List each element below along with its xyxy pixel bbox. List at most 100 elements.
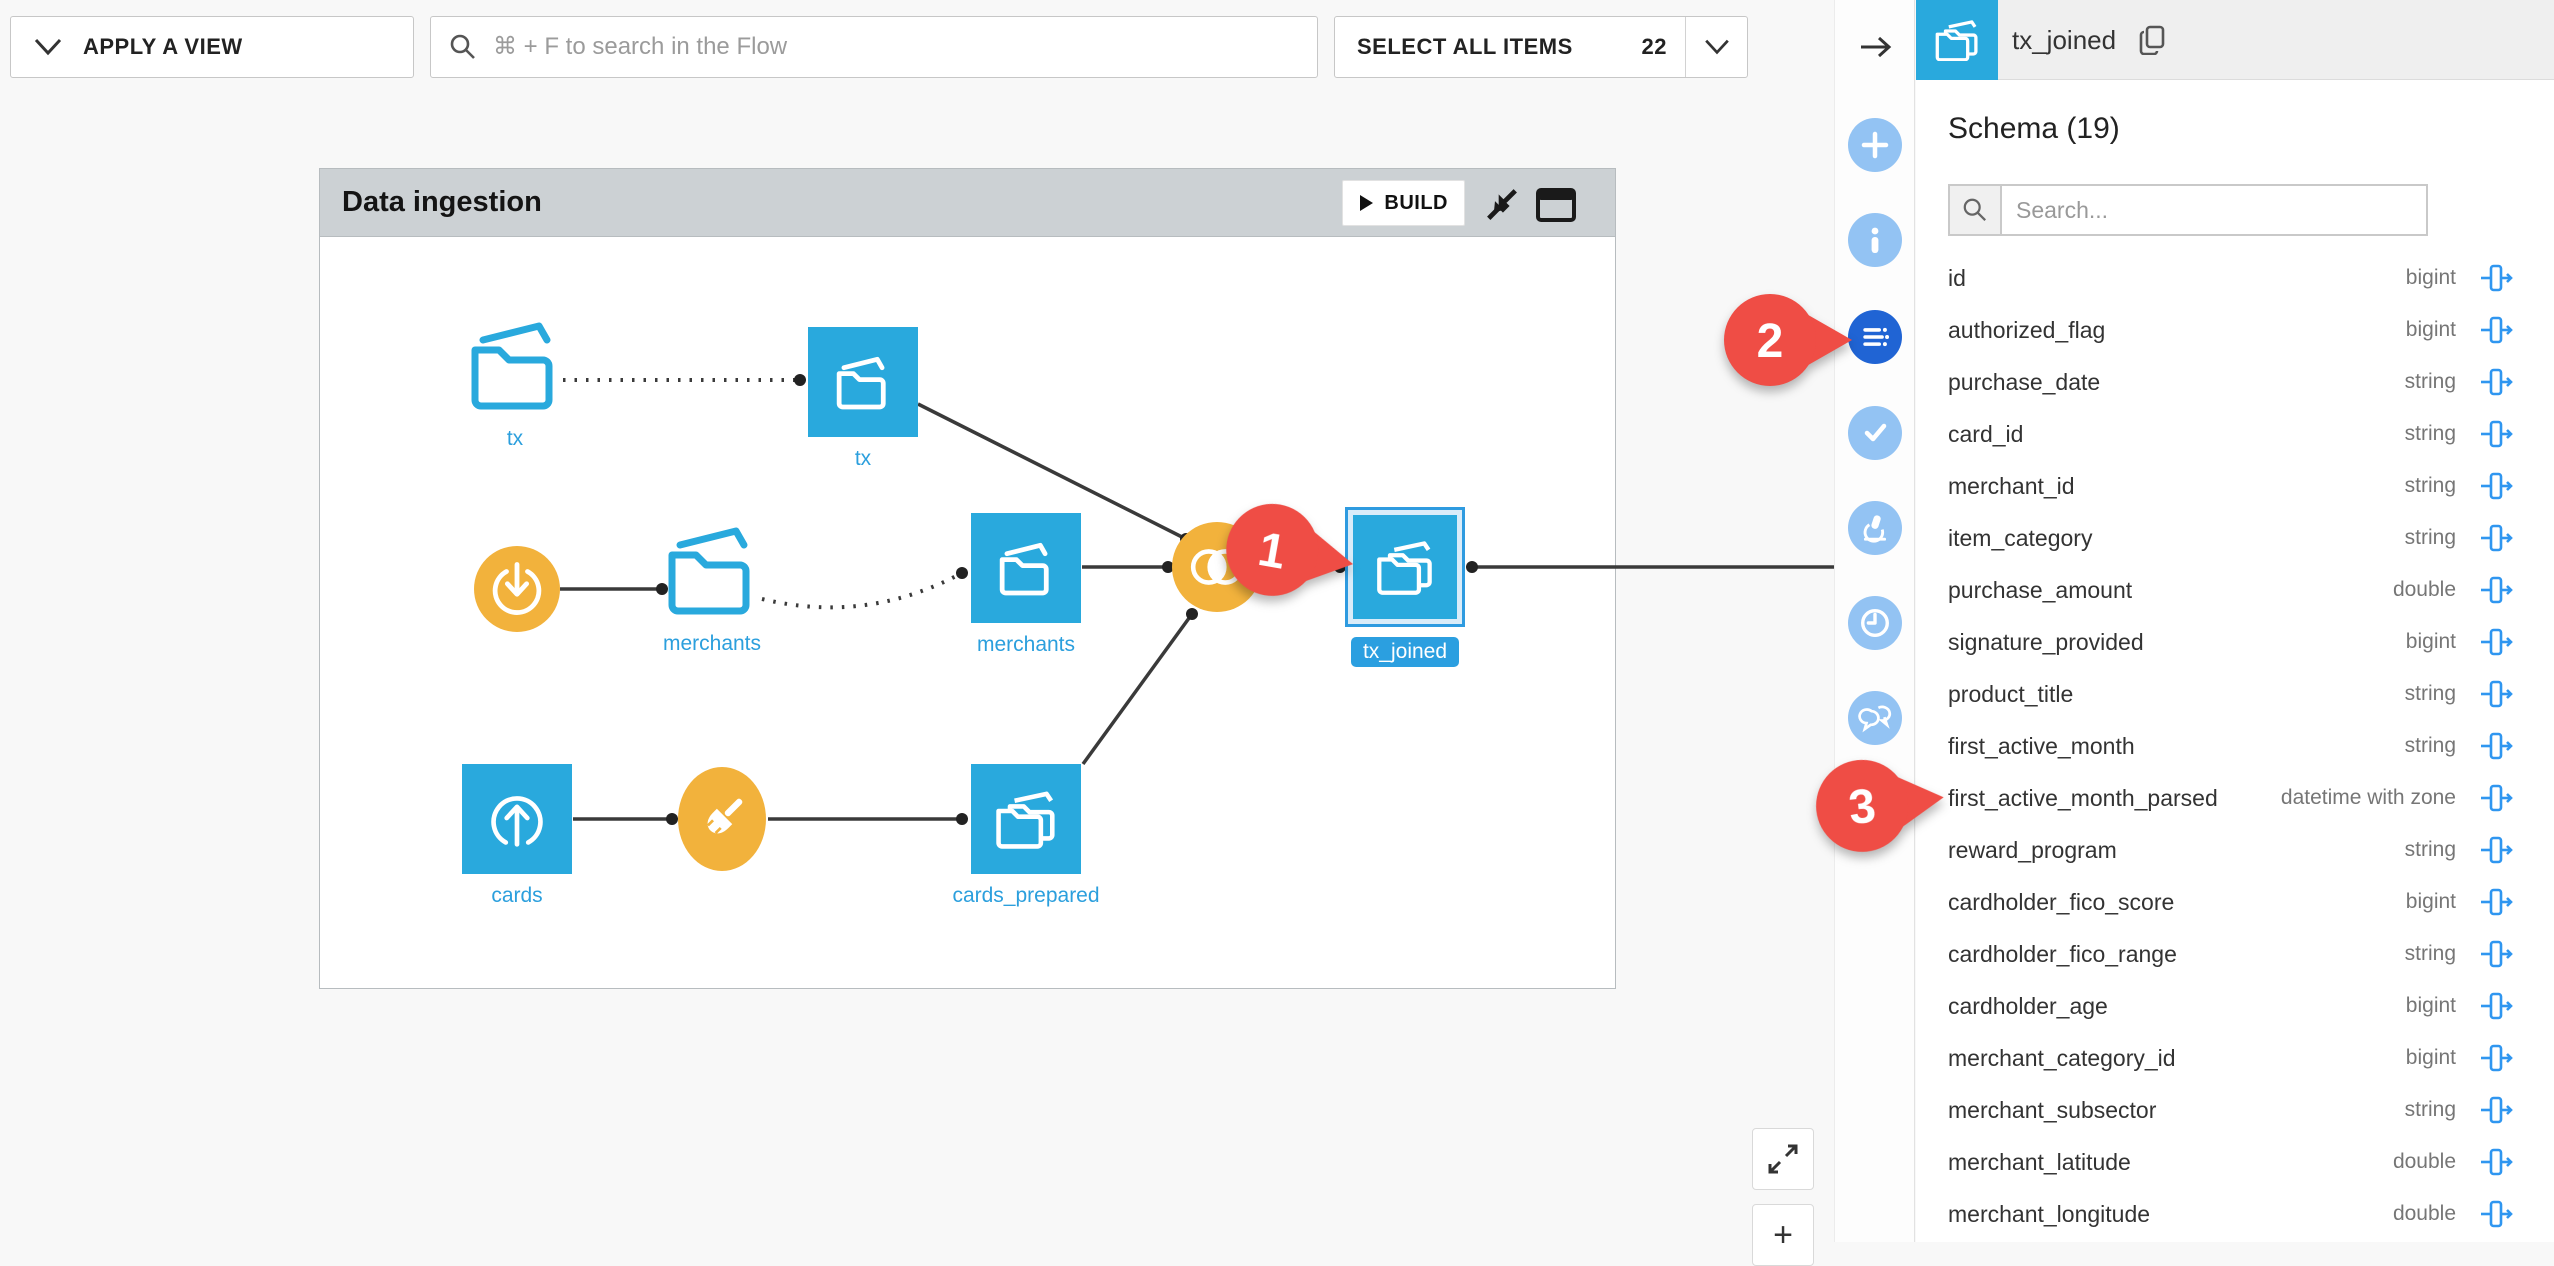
column-propagate-icon[interactable] (2480, 471, 2514, 501)
schema-row[interactable]: card_id string (1948, 408, 2514, 460)
column-propagate-icon[interactable] (2480, 263, 2514, 293)
apply-view-button[interactable]: APPLY A VIEW (10, 16, 414, 78)
recipe-join[interactable] (1172, 522, 1262, 612)
schema-search-input[interactable] (2002, 186, 2426, 234)
flow-search-input[interactable] (493, 33, 1299, 61)
select-all-items-control[interactable]: SELECT ALL ITEMS 22 (1334, 16, 1748, 78)
column-type: double (2392, 1202, 2456, 1225)
column-propagate-icon[interactable] (2480, 679, 2514, 709)
column-propagate-icon[interactable] (2480, 315, 2514, 345)
column-propagate-icon[interactable] (2480, 991, 2514, 1021)
column-type: bigint (2405, 1046, 2456, 1069)
expand-flow-button[interactable] (1752, 1128, 1814, 1190)
column-type: string (2404, 422, 2456, 445)
schema-row[interactable]: id bigint (1948, 252, 2514, 304)
column-propagate-icon[interactable] (2480, 1199, 2514, 1229)
node-tx-joined-dataset[interactable]: tx_joined (1295, 515, 1515, 667)
panel-title: tx_joined (2012, 24, 2117, 55)
column-propagate-icon[interactable] (2480, 1043, 2514, 1073)
node-cards-prepared-dataset[interactable]: cards_prepared (916, 764, 1136, 908)
checks-icon[interactable] (1847, 406, 1902, 460)
copy-icon[interactable] (2138, 25, 2166, 55)
column-propagate-icon[interactable] (2480, 835, 2514, 865)
column-propagate-icon[interactable] (2480, 419, 2514, 449)
node-tx-source-folder[interactable]: tx (405, 316, 625, 451)
recipe-download[interactable] (474, 546, 560, 632)
join-icon (1190, 549, 1244, 585)
schema-icon[interactable] (1847, 310, 1902, 364)
history-icon[interactable] (1847, 596, 1902, 650)
column-name: card_id (1948, 420, 2024, 447)
column-propagate-icon[interactable] (2480, 939, 2514, 969)
column-propagate-icon[interactable] (2480, 1095, 2514, 1125)
node-label: merchants (662, 632, 762, 655)
schema-row[interactable]: reward_program string (1948, 824, 2514, 876)
zone-header: Data ingestion BUILD (320, 169, 1615, 237)
recipe-prepare[interactable] (678, 767, 766, 871)
upload-icon (491, 796, 543, 847)
column-name: merchant_latitude (1948, 1148, 2131, 1175)
dataset-type-icon (1916, 0, 1998, 80)
column-type: string (2404, 838, 2456, 861)
column-name: reward_program (1948, 836, 2117, 863)
lab-icon[interactable] (1847, 501, 1902, 555)
collapse-zone-icon[interactable] (1483, 187, 1521, 223)
column-propagate-icon[interactable] (2480, 523, 2514, 553)
column-propagate-icon[interactable] (2480, 887, 2514, 917)
panel-header: tx_joined (1916, 0, 2554, 80)
info-icon[interactable] (1847, 213, 1902, 267)
column-name: merchant_id (1948, 472, 2075, 499)
discussions-icon[interactable] (1847, 691, 1902, 745)
zone-window-icon[interactable] (1535, 186, 1577, 224)
build-label: BUILD (1384, 191, 1448, 214)
column-propagate-icon[interactable] (2480, 1147, 2514, 1177)
column-name: cardholder_fico_score (1948, 888, 2175, 915)
build-button[interactable]: BUILD (1342, 180, 1465, 226)
folder-open-icon (668, 527, 750, 615)
collapse-panel-arrow-icon[interactable] (1857, 30, 1895, 64)
node-label-selected: tx_joined (1350, 637, 1460, 667)
column-type: bigint (2405, 266, 2456, 289)
column-name: id (1948, 264, 1966, 291)
column-propagate-icon[interactable] (2480, 627, 2514, 657)
column-propagate-icon[interactable] (2480, 731, 2514, 761)
expand-icon (1768, 1144, 1798, 1174)
column-type: string (2404, 526, 2456, 549)
column-propagate-icon[interactable] (2480, 575, 2514, 605)
plus-icon: + (1773, 1215, 1793, 1254)
column-name: cardholder_age (1948, 992, 2108, 1019)
select-all-dropdown-button[interactable] (1685, 17, 1747, 77)
column-propagate-icon[interactable] (2480, 783, 2514, 813)
folder-open-icon (836, 356, 886, 410)
schema-search-box[interactable] (1948, 184, 2428, 236)
node-merchants-source-folder[interactable]: merchants (602, 521, 822, 656)
flow-search-box[interactable] (430, 16, 1318, 78)
column-propagate-icon[interactable] (2480, 367, 2514, 397)
add-icon[interactable] (1847, 118, 1902, 172)
zoom-in-button[interactable]: + (1752, 1204, 1814, 1266)
folder-open-icon (999, 542, 1049, 596)
column-name: product_title (1948, 680, 2074, 707)
node-cards-dataset[interactable]: cards (407, 764, 627, 908)
node-tx-dataset[interactable]: tx (753, 327, 973, 471)
chevron-down-icon (34, 38, 62, 56)
node-merchants-dataset[interactable]: merchants (916, 513, 1136, 657)
node-label: merchants (976, 633, 1076, 656)
